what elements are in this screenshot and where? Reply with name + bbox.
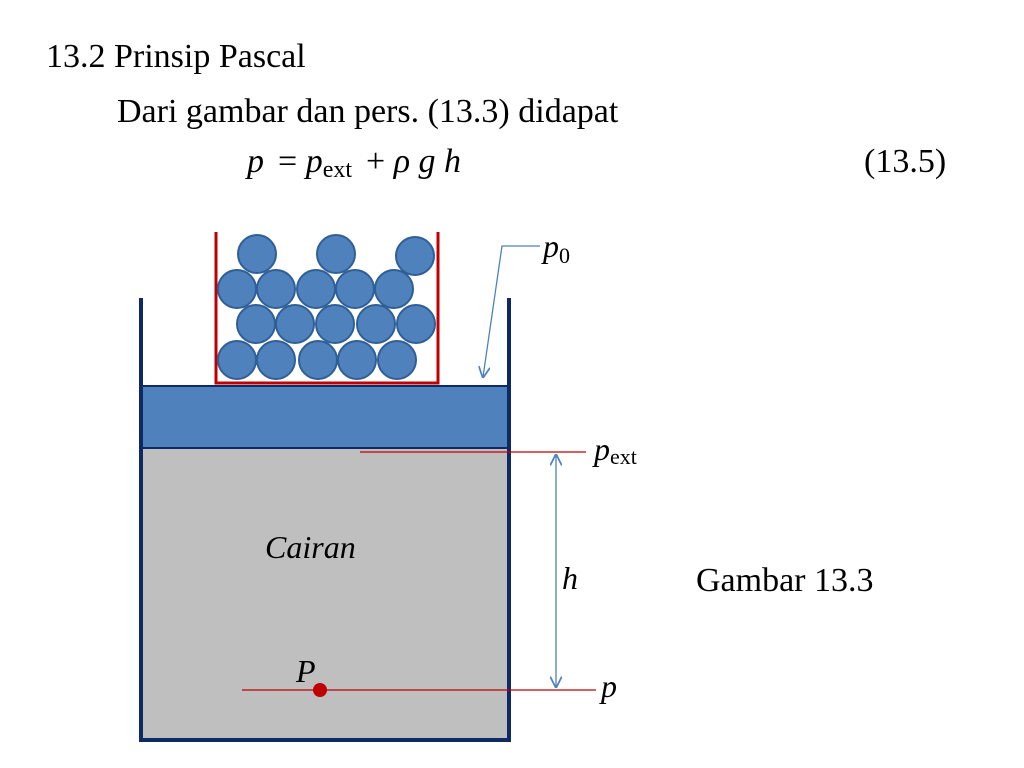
- slide-title: 13.2 Prinsip Pascal: [46, 38, 306, 75]
- weight-ball: [296, 269, 336, 309]
- weight-ball: [374, 269, 414, 309]
- p0-callout-arrow: [483, 245, 540, 377]
- point-p-dot: [313, 683, 327, 697]
- weight-ball: [217, 269, 257, 309]
- weight-ball: [396, 304, 436, 344]
- weight-ball: [316, 234, 356, 274]
- eq-term1: p: [305, 143, 323, 180]
- weight-ball: [237, 234, 277, 274]
- eq-rho: ρ: [393, 143, 411, 180]
- eq-h: h: [444, 143, 462, 180]
- weights-box: [214, 232, 440, 385]
- weight-ball: [275, 304, 315, 344]
- equation: p= pext+ ρ g h: [247, 143, 462, 183]
- point-p-label: P: [295, 653, 316, 689]
- eq-g: g: [418, 143, 436, 180]
- weight-ball: [256, 269, 296, 309]
- equation-number: (13.5): [864, 143, 947, 180]
- p-label: p: [599, 668, 617, 704]
- weight-ball: [377, 340, 417, 380]
- eq-equals: =: [278, 143, 298, 180]
- eq-term1-sub: ext: [322, 157, 353, 183]
- weight-ball: [217, 340, 257, 380]
- h-label: h: [562, 560, 578, 596]
- weight-ball: [335, 269, 375, 309]
- eq-plus: +: [366, 143, 386, 180]
- p0-label: p0: [541, 228, 570, 268]
- piston: [140, 385, 510, 449]
- eq-lhs: p: [247, 143, 264, 180]
- container: [139, 298, 511, 742]
- weight-ball: [236, 304, 276, 344]
- fluid-label: Cairan: [265, 529, 356, 565]
- weight-ball: [395, 236, 435, 276]
- weights: [217, 234, 436, 380]
- weight-ball: [337, 340, 377, 380]
- weight-ball: [315, 304, 355, 344]
- figure-caption: Gambar 13.3: [696, 562, 874, 599]
- weight-ball: [356, 304, 396, 344]
- intro-text: Dari gambar dan pers. (13.3) didapat: [117, 93, 619, 130]
- pext-label: pext: [592, 431, 637, 469]
- fluid-region: [141, 447, 509, 740]
- weight-ball: [256, 340, 296, 380]
- weight-ball: [298, 340, 338, 380]
